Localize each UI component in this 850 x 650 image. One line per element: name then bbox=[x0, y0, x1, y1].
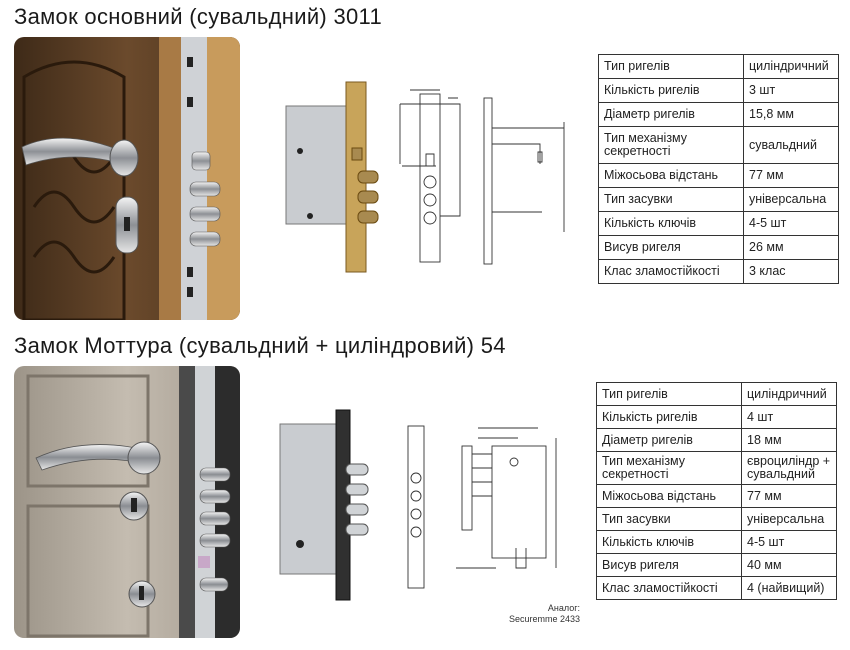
analog-note: Аналог: Securemme 2433 bbox=[480, 603, 580, 625]
lock-drawing-1 bbox=[388, 82, 578, 272]
spec-value: сувальдний bbox=[743, 126, 839, 164]
door-photo-2 bbox=[14, 366, 240, 638]
spec-key: Кількість ключів bbox=[596, 530, 742, 554]
spec-key: Клас зламостійкості bbox=[598, 259, 744, 284]
spec-key: Висув ригеля bbox=[596, 553, 742, 577]
lock-drawing-2 bbox=[396, 408, 576, 598]
spec-value: 4 (найвищий) bbox=[741, 576, 837, 600]
section-1-title: Замок основний (сувальдний) 3011 bbox=[14, 4, 382, 29]
spec-value: 77 мм bbox=[741, 484, 837, 508]
spec-value: 4 шт bbox=[741, 405, 837, 429]
spec-key: Міжосьова відстань bbox=[598, 163, 744, 188]
spec-value: універсальна bbox=[743, 187, 839, 212]
spec-value: 3 клас bbox=[743, 259, 839, 284]
spec-key: Тип засувки bbox=[598, 187, 744, 212]
spec-value: 4-5 шт bbox=[743, 211, 839, 236]
spec-key: Міжосьова відстань bbox=[596, 484, 742, 508]
spec-key: Тип механізму секретності bbox=[598, 126, 744, 164]
spec-key: Тип засувки bbox=[596, 507, 742, 531]
spec-value: 40 мм bbox=[741, 553, 837, 577]
spec-value: 4-5 шт bbox=[741, 530, 837, 554]
spec-value: 3 шт bbox=[743, 78, 839, 103]
spec-key: Тип ригелів bbox=[598, 54, 744, 79]
door-photo-1 bbox=[14, 37, 240, 320]
spec-value: євроциліндр + сувальдний bbox=[741, 451, 837, 485]
spec-key: Діаметр ригелів bbox=[596, 428, 742, 452]
lock-image-1 bbox=[280, 76, 380, 281]
spec-value: універсальна bbox=[741, 507, 837, 531]
spec-value: 26 мм bbox=[743, 235, 839, 260]
spec-value: циліндричний bbox=[741, 382, 837, 406]
lock-image-2 bbox=[276, 404, 376, 609]
spec-key: Діаметр ригелів bbox=[598, 102, 744, 127]
spec-key: Кількість ригелів bbox=[596, 405, 742, 429]
spec-key: Висув ригеля bbox=[598, 235, 744, 260]
analog-label: Аналог: bbox=[547, 603, 580, 613]
spec-key: Кількість ключів bbox=[598, 211, 744, 236]
analog-value: Securemme 2433 bbox=[508, 614, 580, 624]
spec-value: 18 мм bbox=[741, 428, 837, 452]
spec-value: 77 мм bbox=[743, 163, 839, 188]
spec-key: Тип механізму секретності bbox=[596, 451, 742, 485]
section-2-title: Замок Моттура (сувальдний + циліндровий)… bbox=[14, 333, 506, 358]
spec-key: Клас зламостійкості bbox=[596, 576, 742, 600]
spec-key: Тип ригелів bbox=[596, 382, 742, 406]
spec-value: циліндричний bbox=[743, 54, 839, 79]
spec-key: Кількість ригелів bbox=[598, 78, 744, 103]
spec-value: 15,8 мм bbox=[743, 102, 839, 127]
